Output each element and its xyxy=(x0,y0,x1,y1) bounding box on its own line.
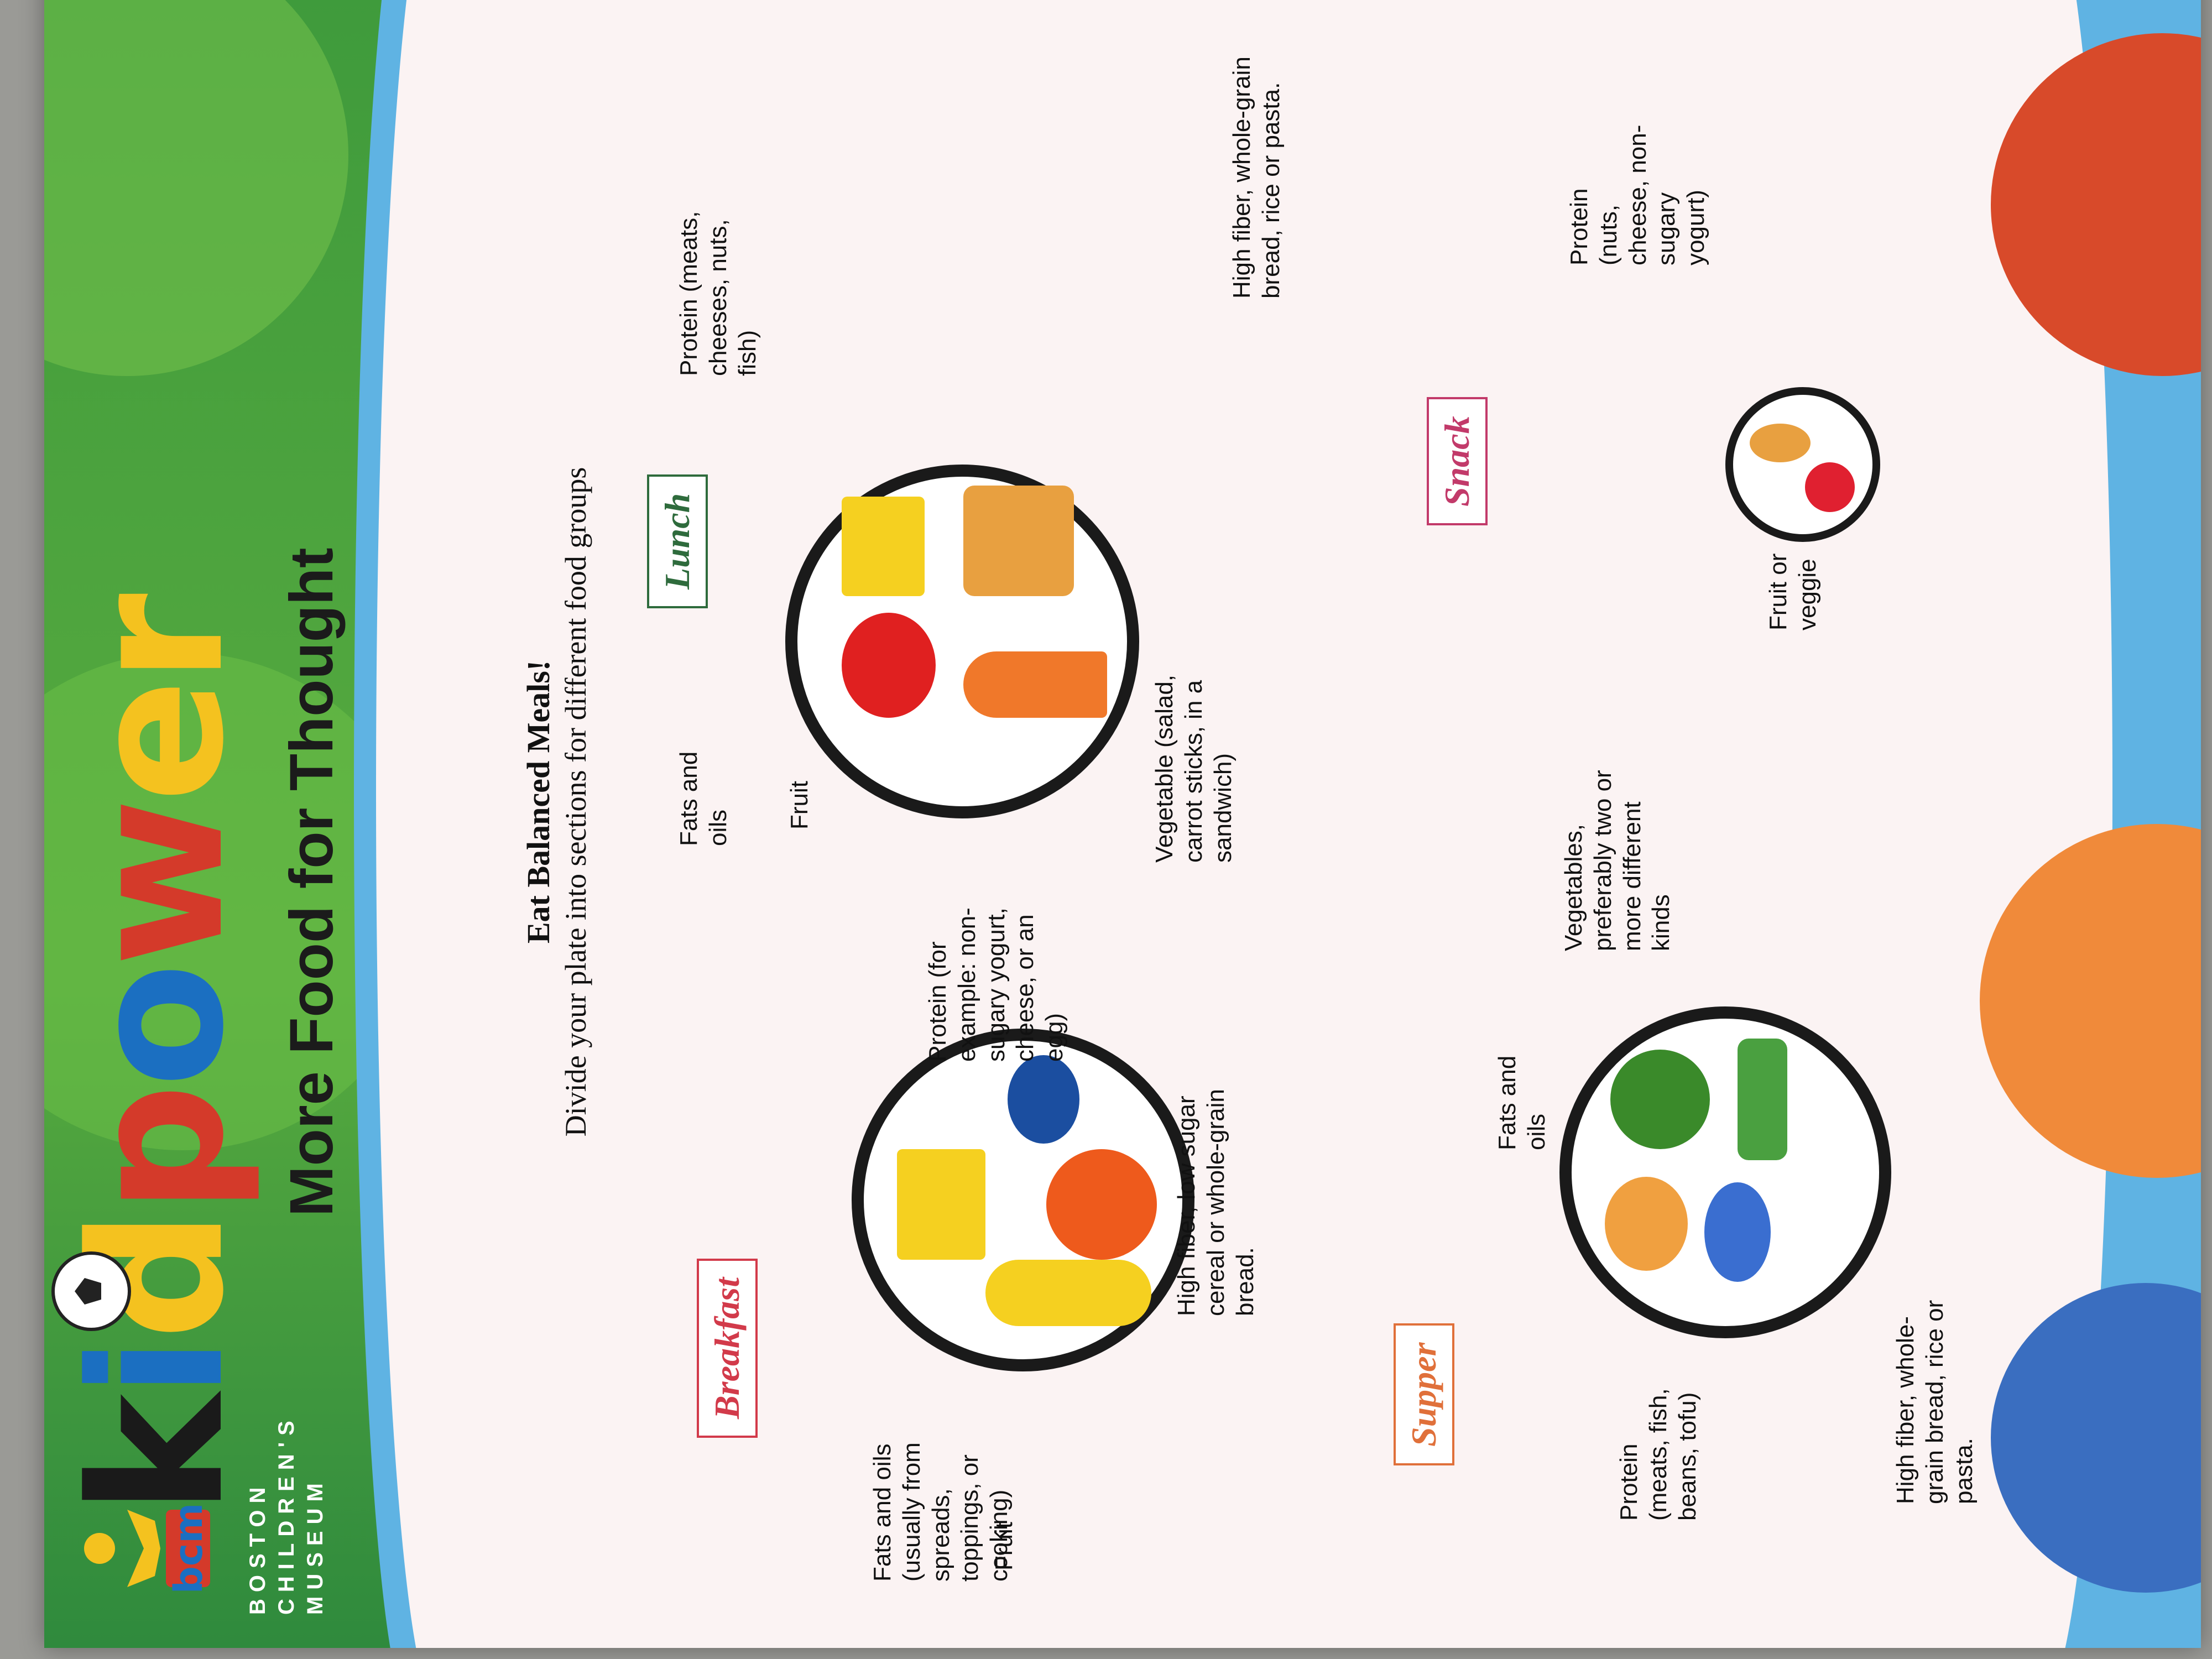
lunch-fruit-label: Fruit xyxy=(786,781,813,830)
lunch-plate xyxy=(785,465,1139,818)
breakfast-protein-label: Protein (for example: non-sugary yogurt,… xyxy=(924,907,1068,1062)
poster-subtitle: More Food for Thought xyxy=(278,547,346,1217)
breakfast-grain-label: High fiber, low sugar cereal or whole-gr… xyxy=(1173,1089,1259,1316)
museum-name-line: MUSEUM xyxy=(303,1477,327,1615)
cheese-icon xyxy=(897,1149,985,1260)
lunch-fats-label: Fats and oils xyxy=(675,751,732,846)
breakfast-plate xyxy=(852,1029,1194,1371)
logo-letter: er xyxy=(51,597,264,803)
museum-logo-letters: bcm xyxy=(166,1503,211,1594)
logo-letter: k xyxy=(51,1398,264,1515)
logo-letter: o xyxy=(51,967,264,1088)
logo-letter: w xyxy=(51,802,264,967)
supper-plate xyxy=(1559,1006,1891,1338)
asparagus-icon xyxy=(1738,1039,1787,1160)
lunch-vegetable-label: Vegetable (salad, carrot sticks, in a sa… xyxy=(1151,674,1237,863)
snack-fruit-label: Fruit or veggie xyxy=(1765,553,1821,630)
soccer-ball-icon xyxy=(51,1251,131,1331)
chicken-icon xyxy=(1605,1177,1688,1271)
supper-grain-label: High fiber, whole-grain bread, rice or p… xyxy=(1892,1300,1978,1504)
bread-icon xyxy=(963,486,1074,596)
carrot-icon xyxy=(963,651,1107,718)
strawberry-icon xyxy=(1805,462,1855,512)
supper-title: Supper xyxy=(1394,1323,1454,1465)
fish-icon xyxy=(1704,1182,1771,1282)
supper-protein-label: Protein (meats, fish, beans, tofu) xyxy=(1615,1388,1701,1521)
poster-header: bcm BOSTON CHILDREN'S MUSEUM kidpower Mo… xyxy=(44,0,431,1648)
lunch-grain-label: High fiber, whole-grain bread, rice or p… xyxy=(1228,56,1285,299)
logo-letter: p xyxy=(51,1087,264,1214)
cereal-bowl-icon xyxy=(1008,1055,1079,1144)
apple-icon xyxy=(842,613,936,718)
snack-protein-label: Protein (nuts, cheese, non-sugary yogurt… xyxy=(1566,124,1710,265)
orange-icon xyxy=(1046,1149,1157,1260)
lunch-protein-label: Protein (meats, cheeses, nuts, fish) xyxy=(675,211,761,376)
museum-logo: bcm xyxy=(84,1503,211,1594)
snack-plate xyxy=(1725,387,1880,542)
breakfast-fruit-label: Fruit xyxy=(990,1522,1018,1571)
header-wave-fill xyxy=(376,0,498,1648)
museum-name-line: CHILDREN'S xyxy=(274,1414,299,1615)
intro-title: Eat Balanced Meals! xyxy=(520,660,556,944)
logo-letter: i xyxy=(51,1340,264,1399)
header-gear-decoration xyxy=(44,0,348,376)
supper-vegetables-label: Vegetables, preferably two or more diffe… xyxy=(1560,770,1675,951)
intro-subtitle: Divide your plate into sections for diff… xyxy=(559,467,592,1137)
supper-fats-label: Fats and oils xyxy=(1494,1055,1550,1150)
broccoli-icon xyxy=(1610,1050,1710,1149)
poster: bcm BOSTON CHILDREN'S MUSEUM kidpower Mo… xyxy=(44,0,2201,1648)
banana-icon xyxy=(985,1260,1151,1326)
lunch-title: Lunch xyxy=(647,474,708,608)
kidpower-logo: kidpower xyxy=(51,598,264,1515)
snack-title: Snack xyxy=(1427,397,1488,525)
nut-icon xyxy=(1750,424,1811,462)
breakfast-title: Breakfast xyxy=(697,1259,758,1438)
cheese-icon xyxy=(842,497,925,596)
